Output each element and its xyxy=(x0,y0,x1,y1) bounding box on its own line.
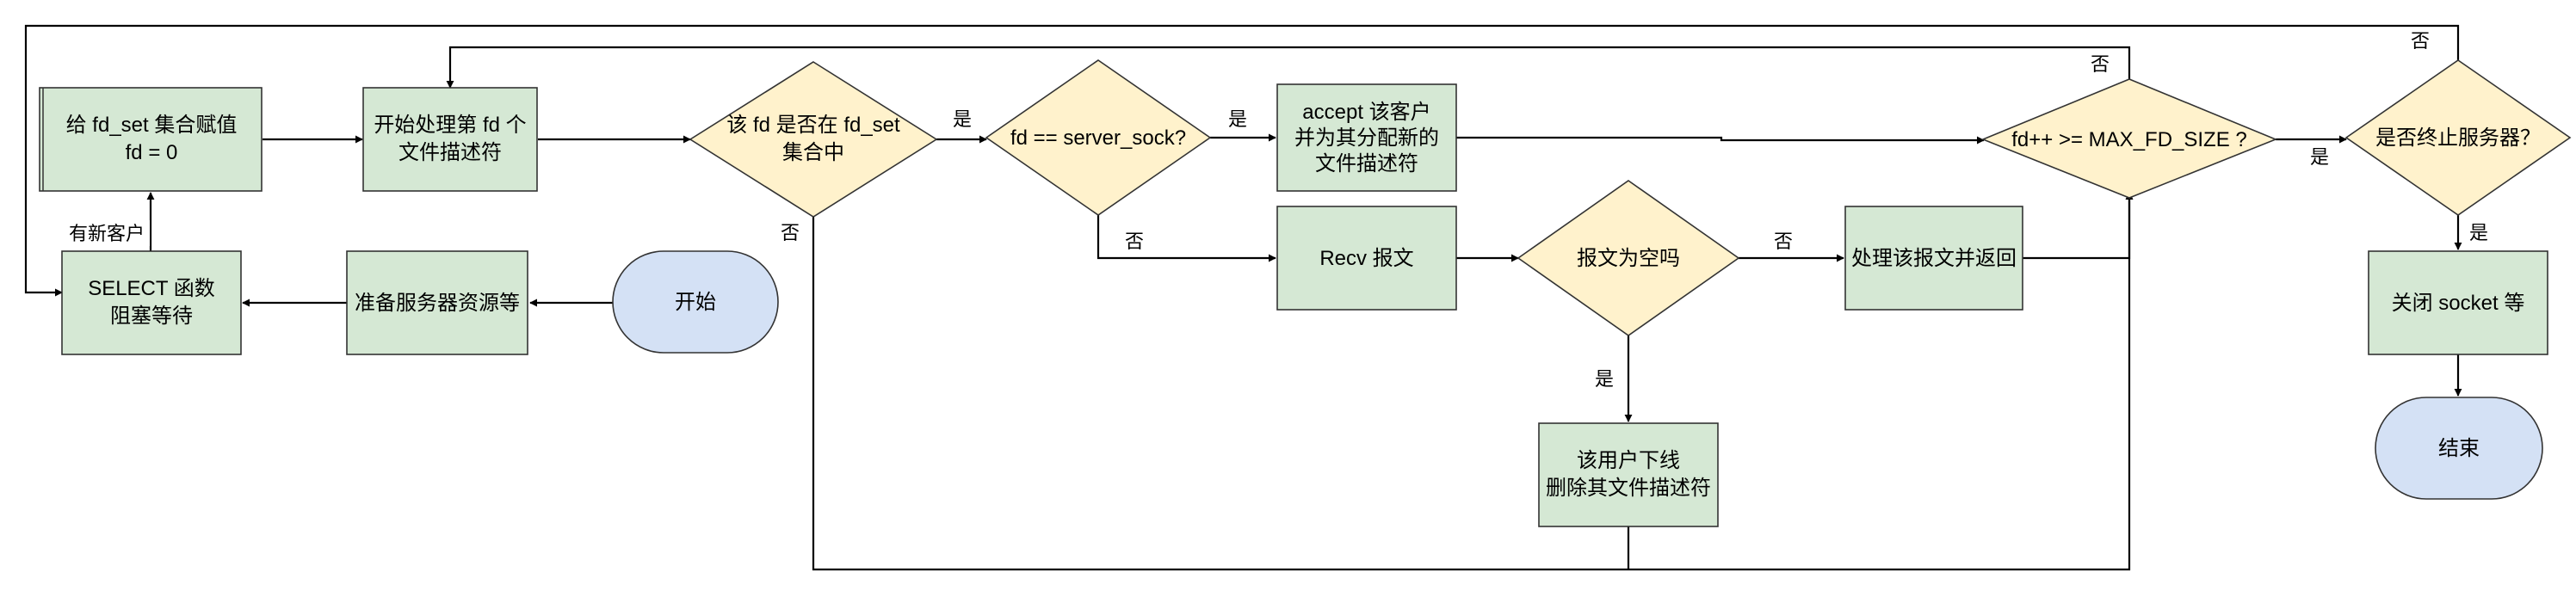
terminate-decision: 是否终止服务器？ xyxy=(2344,59,2572,216)
edge-accept-fdcheck xyxy=(1456,136,1985,145)
edge-label-fdcheck-yes: 是 xyxy=(2310,146,2329,168)
accept-line-3: 文件描述符 xyxy=(1315,152,1418,175)
edge-terminate-select xyxy=(24,24,2460,297)
edge-label-inset-yes: 是 xyxy=(953,108,972,130)
process-fd-line-2: 文件描述符 xyxy=(398,141,502,164)
end-label: 结束 xyxy=(2438,437,2480,460)
prepare-line-1: 准备服务器资源等 xyxy=(355,292,520,315)
assign-line-1: 给 fd_set 集合赋值 xyxy=(66,114,238,137)
offline-node: 该用户下线 删除其文件描述符 xyxy=(1538,422,1719,527)
fd-check-decision: fd++ >= MAX_FD_SIZE ? xyxy=(1980,78,2278,199)
edges xyxy=(24,24,2462,571)
empty-decision: 报文为空吗 xyxy=(1517,180,1740,336)
prepare-node: 准备服务器资源等 xyxy=(346,250,528,355)
recv-label: Recv 报文 xyxy=(1319,247,1413,270)
handle-label: 处理该报文并返回 xyxy=(1851,247,2017,270)
start-node: 开始 xyxy=(612,250,779,354)
is-server-decision: fd == server_sock? xyxy=(985,59,1212,216)
end-node: 结束 xyxy=(2375,397,2543,500)
edge-label-server-no: 否 xyxy=(1125,231,1144,252)
empty-label: 报文为空吗 xyxy=(1577,247,1680,270)
close-label: 关闭 socket 等 xyxy=(2392,292,2525,315)
nodes: 开始 准备服务器资源等 SELECT 函数 阻塞等待 给 fd_set 集合赋值… xyxy=(39,59,2572,527)
process-fd-node: 开始处理第 fd 个 文件描述符 xyxy=(362,87,538,192)
edge-label-terminate-yes: 是 xyxy=(2469,222,2488,243)
edge-label-inset-no: 否 xyxy=(781,222,800,243)
edge-label-new-client: 有新客户 xyxy=(69,223,145,244)
assign-line-2: fd = 0 xyxy=(126,141,178,164)
edge-label-empty-no: 否 xyxy=(1774,231,1793,252)
fd-check-label: fd++ >= MAX_FD_SIZE ? xyxy=(2011,128,2246,151)
in-set-line-2: 集合中 xyxy=(782,141,844,164)
in-set-decision: 该 fd 是否在 fd_set 集合中 xyxy=(689,61,938,218)
edge-label-bg xyxy=(62,220,150,246)
offline-line-2: 删除其文件描述符 xyxy=(1546,477,1711,500)
edge-server-recv xyxy=(1096,215,1276,262)
close-node: 关闭 socket 等 xyxy=(2368,250,2548,355)
accept-node: accept 该客户 并为其分配新的 文件描述符 xyxy=(1276,83,1457,192)
recv-node: Recv 报文 xyxy=(1276,206,1457,311)
accept-line-2: 并为其分配新的 xyxy=(1294,126,1439,150)
select-line-1: SELECT 函数 xyxy=(88,277,215,300)
edge-handle-fdcheck xyxy=(2023,192,2134,260)
process-fd-line-1: 开始处理第 fd 个 xyxy=(374,114,526,137)
select-line-2: 阻塞等待 xyxy=(110,305,193,328)
in-set-line-1: 该 fd 是否在 fd_set xyxy=(726,114,900,137)
assign-node: 给 fd_set 集合赋值 fd = 0 xyxy=(39,87,263,192)
edge-inset-no-loop xyxy=(812,192,2134,571)
edge-labels: 有新客户 是 否 是 否 否 是 否 是 否 是 xyxy=(62,30,2488,390)
handle-node: 处理该报文并返回 xyxy=(1844,206,2023,311)
terminate-label: 是否终止服务器？ xyxy=(2375,126,2541,150)
is-server-label: fd == server_sock? xyxy=(1010,126,1186,150)
edge-label-fdcheck-no: 否 xyxy=(2091,53,2110,75)
edge-label-empty-yes: 是 xyxy=(1595,368,1614,390)
select-node: SELECT 函数 阻塞等待 xyxy=(61,250,242,355)
edge-label-terminate-no: 否 xyxy=(2411,30,2430,52)
edge-fdcheck-process xyxy=(446,46,2131,89)
start-label: 开始 xyxy=(675,291,716,314)
accept-line-1: accept 该客户 xyxy=(1302,101,1430,124)
edge-label-server-yes: 是 xyxy=(1228,108,1247,130)
offline-line-1: 该用户下线 xyxy=(1577,449,1680,472)
